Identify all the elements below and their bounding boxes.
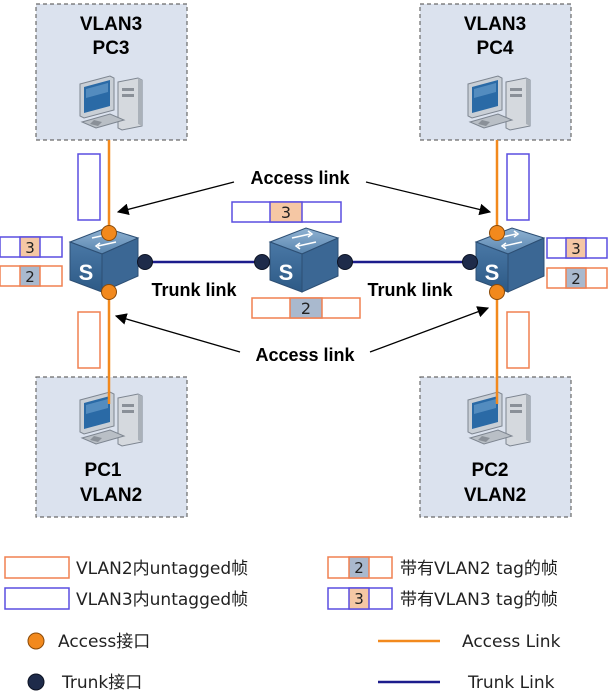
tagged-frame-vlan3-center: 3 [231,201,342,223]
untagged-frame-vlan3-left [77,153,101,221]
switch-middle: S [269,227,339,293]
legend-label-vlan3-tagged: 带有VLAN3 tag的帧 [400,590,558,610]
switch-right: S [475,227,545,293]
tagged-frame-vlan3-right: 3 [546,237,608,259]
pc4-computer-icon [467,75,531,131]
pc3-name-label: PC3 [93,38,130,59]
switch-left-label: S [79,260,94,285]
pc2-name-label: PC2 [472,460,509,481]
legend-label-vlan2-tagged: 带有VLAN2 tag的帧 [400,559,558,579]
access-arrow-top-right [365,181,492,216]
legend-swatch-trunk-port [27,673,45,691]
legend-swatch-access-port [27,632,45,650]
trunk-port-middle-left [254,254,270,270]
pc1-computer-icon [79,391,143,447]
legend-swatch-vlan3-untagged [4,587,70,610]
trunk-link-label-left: Trunk link [151,280,237,300]
legend-swatch-vlan3-tagged: 3 [327,587,393,610]
tag-label-vlan2-left: 2 [25,268,35,286]
tagged-frame-vlan3-left: 3 [0,236,63,258]
legend-label-trunk-link: Trunk Link [467,673,555,693]
tag-label-vlan3-center: 3 [281,203,291,222]
pc4-vlan-label: VLAN3 [464,14,526,35]
tag-label-vlan2-right: 2 [571,270,581,288]
tag-label-vlan3-left: 3 [25,239,35,257]
pc2-computer-icon [467,391,531,447]
tagged-frame-vlan2-center: 2 [251,297,361,319]
access-arrow-top-left [116,181,235,216]
tagged-frame-vlan2-right: 2 [546,267,608,289]
access-port-right-bottom [489,284,505,300]
legend-tag-label-vlan2: 2 [354,559,364,577]
access-arrow-bottom-right [369,306,490,353]
legend-swatch-vlan2-tagged: 2 [327,556,393,579]
untagged-frame-vlan3-right [506,153,530,221]
trunk-link-label-right: Trunk link [367,280,453,300]
trunk-port-middle-right [337,254,353,270]
pc1-vlan-label: VLAN2 [80,485,142,506]
untagged-frame-vlan2-left [77,311,101,369]
legend-label-trunk-port: Trunk接口 [61,673,142,693]
legend-swatch-vlan2-untagged [4,556,70,579]
legend: VLAN2内untagged帧 VLAN3内untagged帧 2 带有VLAN… [4,556,561,693]
legend-label-access-link: Access Link [462,632,561,652]
pc1-name-label: PC1 [85,460,122,481]
trunk-port-right [462,254,478,270]
access-port-left-bottom [101,284,117,300]
switch-left: S [69,227,139,293]
trunk-port-left [137,254,153,270]
access-port-right-top [489,225,505,241]
access-link-label-top: Access link [250,168,350,188]
tag-label-vlan3-right: 3 [571,240,581,258]
access-port-left-top [101,225,117,241]
switch-middle-label: S [279,260,294,285]
untagged-frame-vlan2-right [506,311,530,369]
tagged-frame-vlan2-left: 2 [0,265,63,287]
pc3-vlan-label: VLAN3 [80,14,142,35]
pc2-vlan-label: VLAN2 [464,485,526,506]
access-link-label-bottom: Access link [255,345,355,365]
legend-label-vlan3-untagged: VLAN3内untagged帧 [76,590,248,610]
legend-label-access-port: Access接口 [58,632,150,652]
pc4-name-label: PC4 [477,38,514,59]
legend-label-vlan2-untagged: VLAN2内untagged帧 [76,559,248,579]
access-arrow-bottom-left [114,313,241,353]
pc3-computer-icon [79,75,143,131]
legend-tag-label-vlan3: 3 [354,590,364,608]
switch-right-label: S [485,260,500,285]
tag-label-vlan2-center: 2 [301,299,311,318]
